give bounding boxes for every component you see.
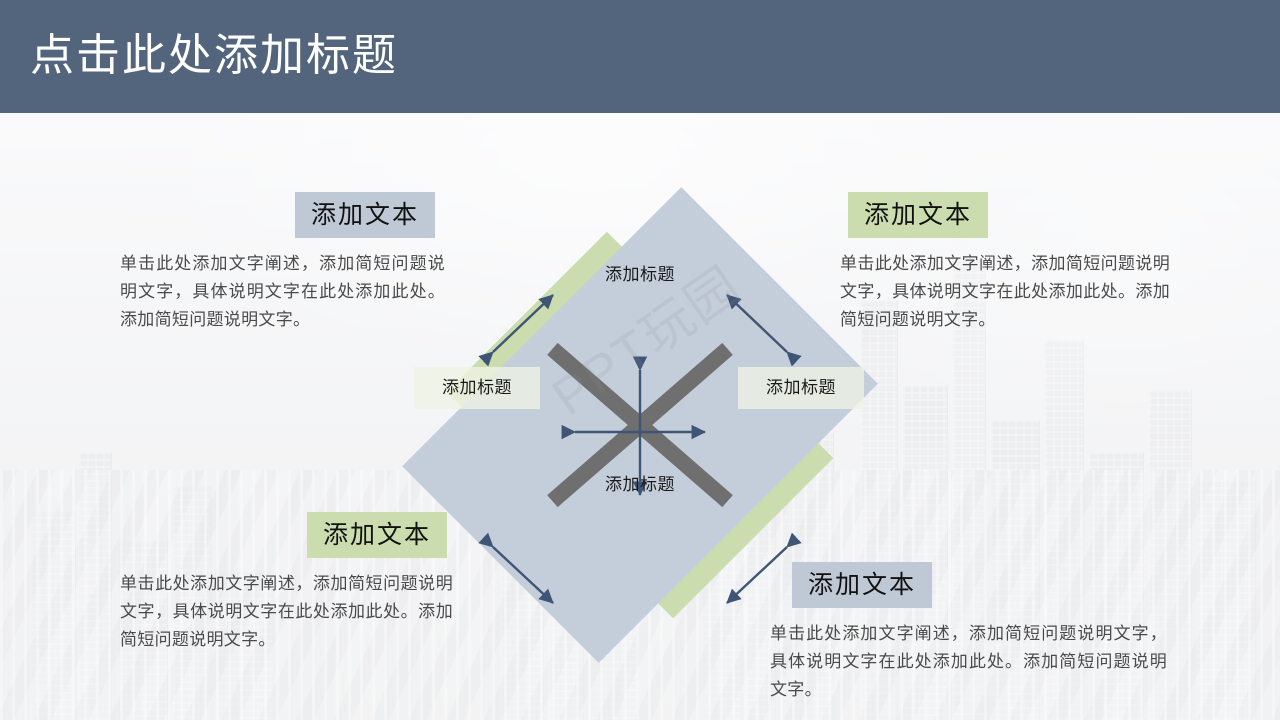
diagram-node-bottom-label: 添加标题 — [605, 475, 675, 494]
body-text-bottom-right: 单击此处添加文字阐述，添加简短问题说明文字，具体说明文字在此处添加此处。添加简短… — [770, 624, 1167, 699]
diagram-node-right-label: 添加标题 — [738, 367, 864, 409]
arrow-diagonal-top-left — [478, 294, 554, 367]
arrow-diagonal-bottom-left — [478, 532, 554, 604]
diagram-node-left-label: 添加标题 — [414, 367, 540, 409]
badge-row-bottom-left: 添加文本 — [120, 512, 465, 558]
badge-label-top-right[interactable]: 添加文本 — [848, 192, 989, 238]
badge-row-top-right: 添加文本 — [840, 192, 1180, 238]
text-block-bottom-right: 添加文本 单击此处添加文字阐述，添加简短问题说明文字，具体说明文字在此处添加此处… — [770, 562, 1170, 704]
badge-label-bottom-right[interactable]: 添加文本 — [792, 562, 933, 608]
body-text-bottom-left: 单击此处添加文字阐述，添加简短问题说明文字，具体说明文字在此处添加此处。添加简短… — [120, 574, 453, 649]
arrow-diagonal-top-right — [726, 294, 802, 367]
arrow-overlay — [478, 294, 802, 604]
badge-row-bottom-right: 添加文本 — [770, 562, 1170, 608]
diagram-node-top-label: 添加标题 — [605, 265, 675, 284]
badge-label-top-left[interactable]: 添加文本 — [294, 192, 435, 238]
badge-label-bottom-left[interactable]: 添加文本 — [306, 512, 447, 558]
title-bar: 点击此处添加标题 — [0, 0, 1280, 113]
page-title: 点击此处添加标题 — [30, 31, 398, 80]
text-block-top-left: 添加文本 单击此处添加文字阐述，添加简短问题说明文字，具体说明文字在此处添加此处… — [120, 192, 460, 334]
badge-row-top-left: 添加文本 — [120, 192, 460, 238]
text-block-top-right: 添加文本 单击此处添加文字阐述，添加简短问题说明文字，具体说明文字在此处添加此处… — [840, 192, 1180, 334]
text-block-bottom-left: 添加文本 单击此处添加文字阐述，添加简短问题说明文字，具体说明文字在此处添加此处… — [120, 512, 465, 654]
arrow-diagonal-bottom-right — [726, 532, 802, 604]
body-text-top-right: 单击此处添加文字阐述，添加简短问题说明文字，具体说明文字在此处添加此处。添加简短… — [840, 254, 1170, 329]
body-text-top-left: 单击此处添加文字阐述，添加简短问题说明文字，具体说明文字在此处添加此处。添加简短… — [120, 254, 445, 329]
center-diagram: 添加标题 添加标题 添加标题 添加标题 — [390, 187, 890, 663]
